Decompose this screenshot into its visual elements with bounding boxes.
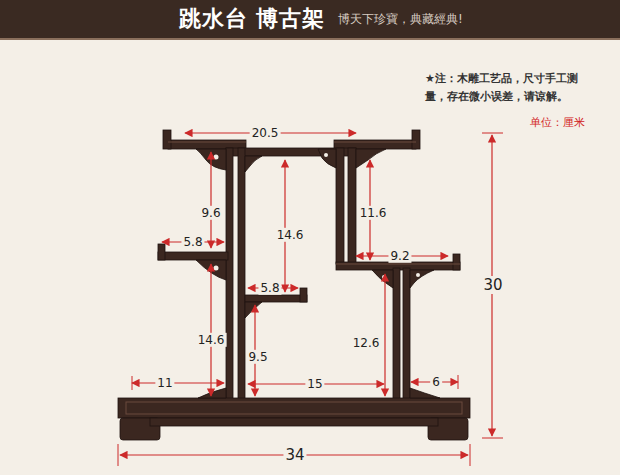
extension-ticks xyxy=(118,133,503,466)
dimension-label: 6 xyxy=(430,375,442,389)
dimension-label: 34 xyxy=(283,446,306,464)
dimension-label: 15 xyxy=(305,377,324,391)
dimension-label: 30 xyxy=(481,276,504,294)
fretwork-holes xyxy=(214,153,421,279)
dimension-label: 12.6 xyxy=(351,336,382,350)
dimension-label: 9.5 xyxy=(246,350,269,364)
header-rule xyxy=(0,38,620,40)
dimension-label: 14.6 xyxy=(275,228,306,242)
wood-highlight xyxy=(126,142,462,414)
dimension-label: 5.8 xyxy=(258,281,281,295)
dimension-label: 9.2 xyxy=(388,249,411,263)
dimension-label: 14.6 xyxy=(196,333,227,347)
shelf-wood xyxy=(118,130,470,440)
dimension-label: 11 xyxy=(155,376,174,390)
dimension-label: 11.6 xyxy=(358,206,389,220)
dimension-label: 9.6 xyxy=(199,206,222,220)
page-title: 跳水台 博古架 xyxy=(179,6,326,32)
unit-note: 单位：厘米 xyxy=(530,116,585,129)
note: ★注：木雕工艺品，尺寸手工测量，存在微小误差，请谅解。 xyxy=(425,70,597,105)
header-band xyxy=(0,0,620,38)
slogan: 博天下珍寶，典藏經典! xyxy=(338,12,463,26)
dimension-lines xyxy=(120,133,492,455)
dimension-label: 20.5 xyxy=(250,126,281,140)
dimension-label: 5.8 xyxy=(181,235,204,249)
